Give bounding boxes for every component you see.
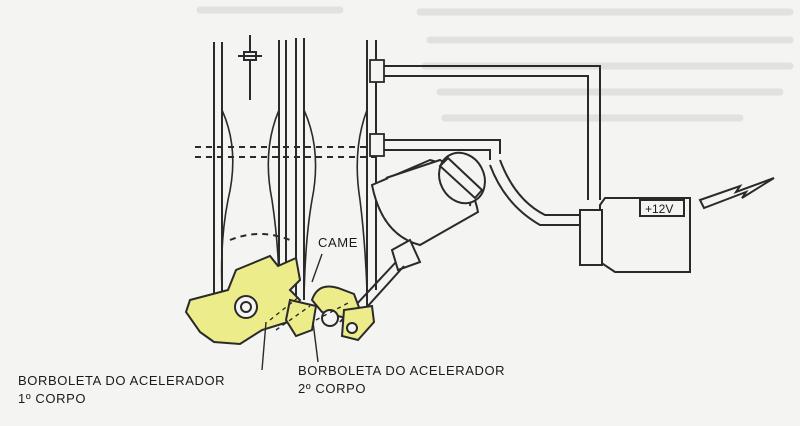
tube-fittings (369, 59, 385, 157)
ghost-text-texture (196, 6, 794, 122)
second-body-label-line2: 2º CORPO (298, 381, 367, 396)
first-body-label-line2: 1º CORPO (18, 391, 87, 406)
vacuum-tubes (376, 65, 601, 226)
first-body-label-line1: BORBOLETA DO ACELERADOR (18, 373, 226, 388)
throttle-plate-outlines (269, 295, 351, 331)
lightning-bolt-icon (698, 177, 775, 210)
top-plunger (238, 35, 262, 100)
leader-lines (261, 253, 323, 371)
first-body-linkage (184, 254, 302, 346)
vacuum-actuator (370, 151, 486, 272)
dashed-shaft (195, 146, 380, 241)
electrovalve (579, 197, 691, 273)
second-body-label-line1: BORBOLETA DO ACELERADOR (298, 363, 506, 378)
voltage-label: +12V (645, 202, 673, 216)
venturi-curves (220, 109, 368, 301)
cam-part (284, 285, 376, 342)
cam-label: CAME (318, 235, 358, 250)
